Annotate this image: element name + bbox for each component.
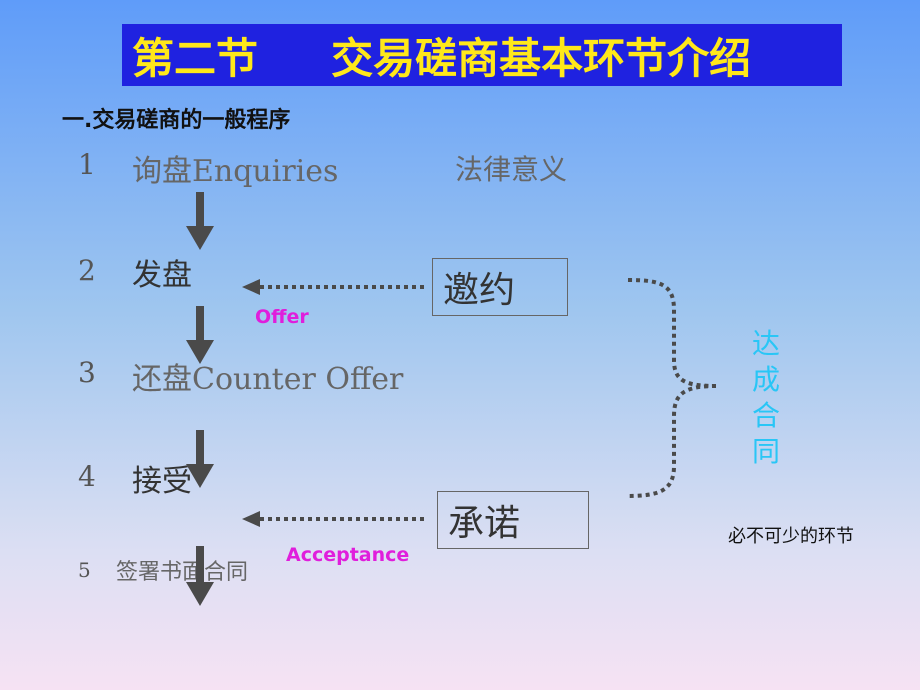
step-5: 5 <box>78 558 91 582</box>
step-2-label: 发盘 <box>132 258 192 293</box>
step-3: 3 <box>78 356 96 389</box>
step-5-label: 签署书面合同 <box>116 560 249 585</box>
invitation-box: 邀约 <box>432 258 568 316</box>
step-3-number: 3 <box>78 356 96 389</box>
page-title: 第二节 交易磋商基本环节介绍 <box>132 33 752 83</box>
step-2-number: 2 <box>78 254 96 287</box>
dotted-brace <box>627 278 717 498</box>
promise-box: 承诺 <box>437 491 589 549</box>
step-3-label: 还盘Counter Offer <box>132 362 404 397</box>
offer-tag: Offer <box>255 306 309 328</box>
flow-arrow-1-2 <box>186 192 214 250</box>
step-5-number: 5 <box>78 558 91 582</box>
dotted-arrow-acceptance <box>242 511 424 527</box>
title-banner: 第二节 交易磋商基本环节介绍 <box>122 24 842 86</box>
reach-contract-char-2: 成 <box>751 363 780 396</box>
flow-arrow-2-3 <box>186 306 214 364</box>
step-4-label: 接受 <box>132 464 192 499</box>
invitation-box-label: 邀约 <box>443 270 516 311</box>
promise-box-label: 承诺 <box>448 503 521 544</box>
step-4: 4 <box>78 460 96 493</box>
step-2: 2 <box>78 254 96 287</box>
step-1: 1 <box>78 148 96 181</box>
dotted-arrow-offer <box>242 279 428 295</box>
step-4-number: 4 <box>78 460 96 493</box>
legal-meaning-label: 法律意义 <box>455 153 568 186</box>
reach-contract-label: 达 成 合 同 <box>746 326 786 470</box>
essential-steps-note: 必不可少的环节 <box>728 526 854 547</box>
acceptance-tag: Acceptance <box>286 544 410 566</box>
section-heading: 一.交易磋商的一般程序 <box>62 108 291 133</box>
reach-contract-char-3: 合 <box>751 399 780 432</box>
step-1-number: 1 <box>78 148 96 181</box>
flow-arrow-3-4 <box>186 430 214 488</box>
step-1-label: 询盘Enquiries <box>132 154 339 189</box>
reach-contract-char-1: 达 <box>751 327 780 360</box>
flow-arrow-4-5 <box>186 546 214 606</box>
reach-contract-char-4: 同 <box>751 435 780 468</box>
